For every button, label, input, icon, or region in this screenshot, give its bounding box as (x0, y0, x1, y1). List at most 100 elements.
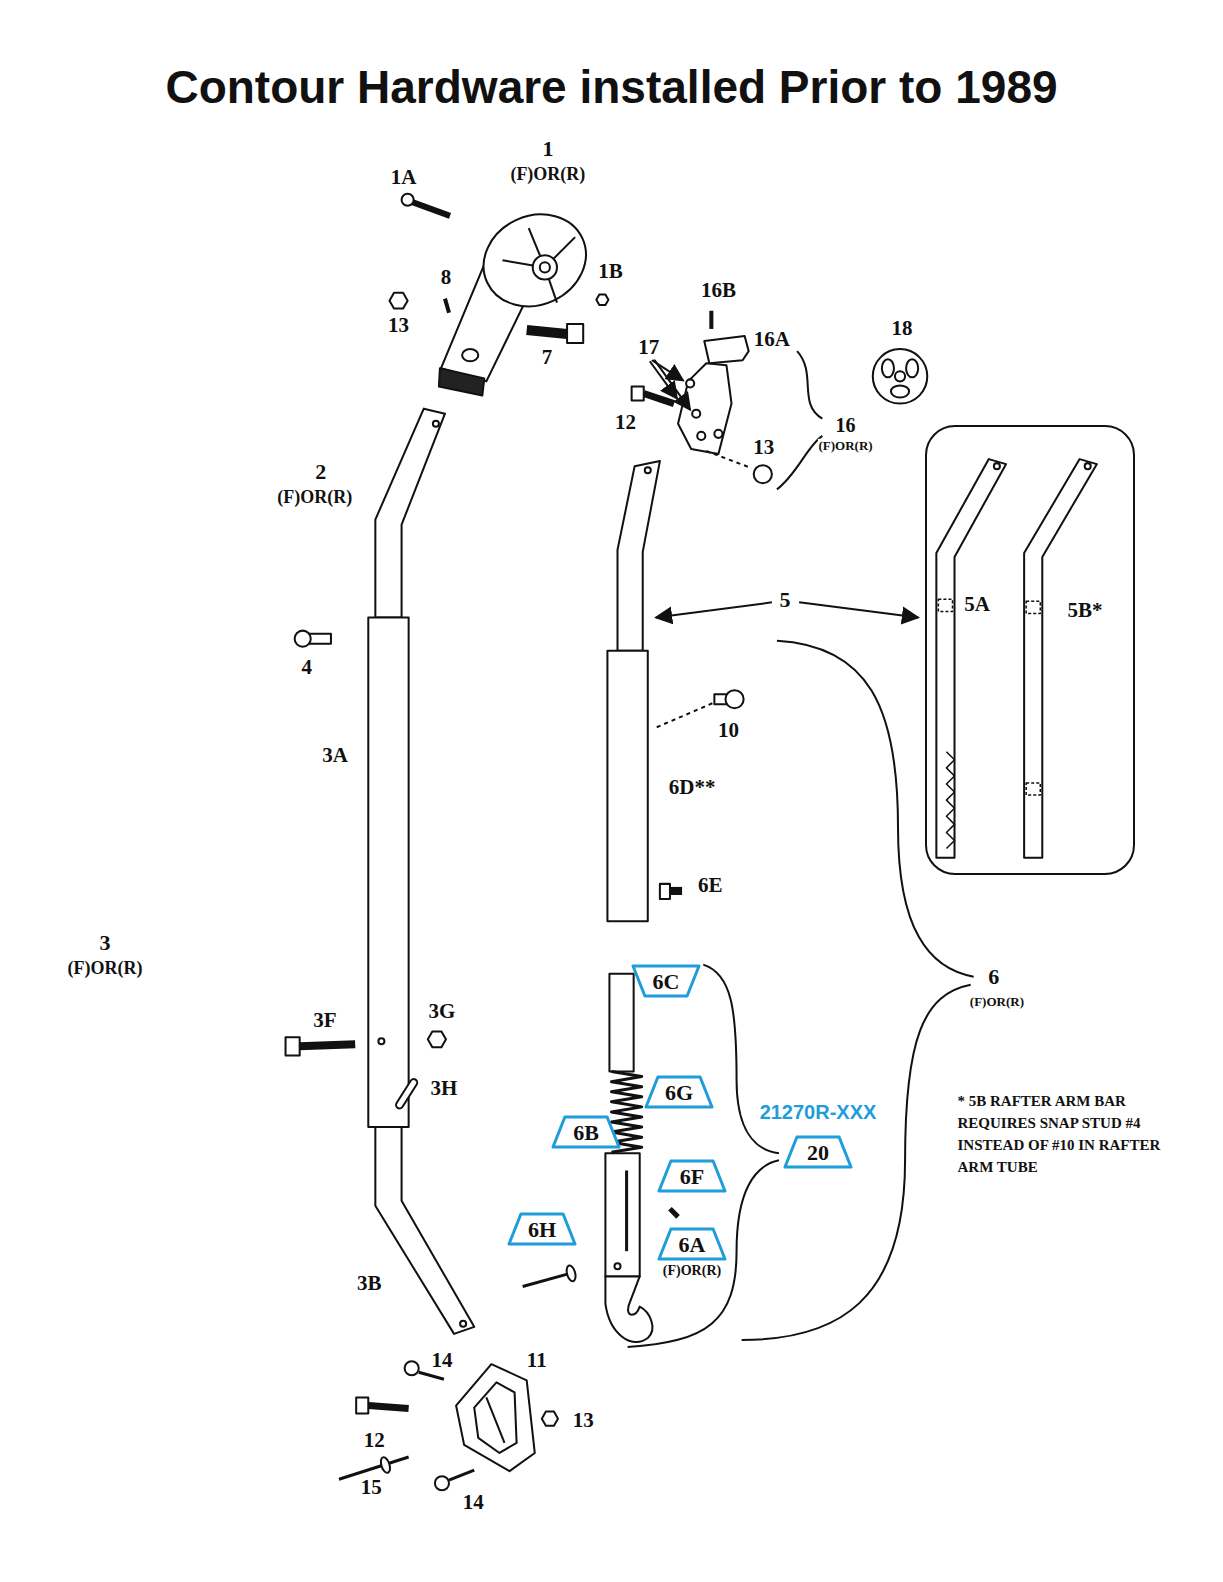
pin-8-shape (445, 299, 449, 313)
bracket-16-shape (709, 311, 713, 329)
rafter-arm-bar-2-shape (375, 409, 445, 618)
callout-number: 1 (541, 137, 554, 161)
inset-bar-5a-shape (994, 463, 1000, 469)
group-bracket-lines-shape (703, 965, 779, 1154)
callout-number: 6E (697, 874, 724, 897)
pin-3h-shape (400, 1083, 414, 1105)
bolt-12-shape (356, 1397, 368, 1413)
bolt-7 (527, 324, 584, 343)
wheel-18-shape (895, 371, 905, 381)
callout-number: (F)OR(R) (509, 165, 586, 185)
bolt-6e-shape (660, 884, 670, 899)
bolt-6e (660, 884, 682, 899)
inset-bar-5a-shape (936, 459, 1006, 858)
bolt-3f (286, 1037, 356, 1055)
inset-bar-5b-shape (1026, 601, 1040, 613)
callout-number: 6G (665, 1081, 693, 1105)
bolt-3f-shape (286, 1037, 300, 1055)
snap-stud-10-shape (654, 703, 713, 728)
rafter-arm-bar-5-shape (645, 467, 651, 473)
pin-8 (445, 299, 449, 313)
group-bracket-lines-shape (777, 436, 822, 489)
trapezoid-outline (785, 1137, 851, 1167)
pin-3h (400, 1083, 414, 1105)
pointer-arrows-shape (799, 602, 918, 617)
bracket-arm-part-shape (540, 262, 550, 272)
callout-number: 6A (679, 1233, 706, 1257)
callout-trapezoid: 21270R-XXX 20 (758, 1101, 879, 1169)
group-bracket-lines-shape (742, 985, 971, 1340)
inset-bar-5a-shape (946, 752, 954, 849)
callout-number: 4 (300, 656, 313, 679)
group-bracket-lines-shape (797, 351, 822, 419)
rafter-arm-bar-2 (375, 409, 445, 618)
bolt-1a-shape (412, 202, 450, 216)
callout-number: 2 (314, 460, 327, 484)
screw-14-shape (435, 1476, 449, 1490)
screw-17 (650, 359, 700, 418)
adjuster-body-6b-shape (625, 1170, 628, 1251)
bracket-arm-part-shape (533, 255, 557, 279)
inset-bar-5b-shape (1024, 459, 1097, 858)
bracket-16-shape (714, 430, 722, 438)
bracket-arm-part-shape (439, 368, 484, 395)
inset-bar-5b-shape (1085, 463, 1091, 469)
wheel-18-shape (882, 359, 894, 377)
rafter-arm-bar-3b-shape (375, 1127, 474, 1334)
callout-trapezoid: 6C (631, 964, 701, 998)
pin-3h-shape (400, 1083, 414, 1105)
part-number: 21270R-XXX (760, 1101, 877, 1123)
bolt-3f-shape (300, 1044, 355, 1046)
callout-number: 3 (98, 931, 111, 955)
inset-bar-5a (936, 459, 1006, 858)
bracket-16-shape (678, 363, 731, 454)
callout-number: 6D** (668, 776, 717, 799)
screw-14-shape (405, 1361, 419, 1375)
rafter-arm-bar-2-shape (433, 421, 439, 427)
callout-number: 17 (637, 337, 660, 360)
rafter-arm-tube-3a (368, 618, 408, 1128)
trapezoid-outline (659, 1161, 725, 1191)
adjuster-body-6b-shape (605, 1153, 639, 1276)
callout-number: 3A (321, 744, 349, 767)
bolt-7-shape (567, 324, 583, 343)
hex-nut-shape (389, 293, 407, 309)
inset-bar-5b-shape (1026, 783, 1040, 795)
callout-number: 6F (680, 1165, 704, 1189)
pointer-arrows-shape (656, 602, 772, 617)
rivet-6h (523, 1265, 577, 1287)
snap-stud-4-shape (309, 634, 331, 644)
callout-number: 20 (807, 1141, 829, 1165)
screw-14 (405, 1361, 475, 1490)
callout-trapezoid: 6A (F)OR(R) (657, 1227, 727, 1278)
hex-nut-shape (596, 294, 608, 304)
callout-number: 3G (428, 1000, 457, 1023)
callout-number: (F)OR(R) (969, 995, 1025, 1009)
part-label: 5A (964, 593, 990, 616)
rivet-15-shape (379, 1456, 392, 1474)
hex-nut-shape (428, 1031, 446, 1047)
callout-number: 6H (528, 1218, 556, 1242)
pin-6f-shape (670, 1209, 678, 1217)
rivet-6h-shape (523, 1273, 570, 1286)
variant-note: (F)OR(R) (663, 1263, 721, 1278)
callout-number: 10 (717, 719, 740, 742)
mounting-bracket-11-shape (456, 1364, 535, 1471)
callout-number: 3H (430, 1077, 459, 1100)
bolt-1a (402, 194, 450, 216)
callout-number: 12 (363, 1429, 386, 1452)
bolt-1a-shape (402, 194, 414, 206)
rafter-arm-bar-5 (618, 461, 660, 651)
callout-number: 3F (312, 1010, 337, 1033)
callout-number: 1A (390, 166, 418, 189)
snap-stud-4-shape (295, 631, 311, 647)
adjuster-body-6b-shape (614, 1263, 620, 1269)
bolt-7-shape (527, 330, 567, 334)
adjuster-body-6b (605, 1153, 652, 1342)
bolt-12-shape (368, 1406, 408, 1409)
snap-stud-10-shape (725, 690, 743, 708)
callout-number: 6 (987, 965, 1000, 989)
callout-number: 5 (779, 588, 792, 612)
rivet-6h-shape (565, 1265, 577, 1283)
callout-number: 16 (835, 414, 857, 436)
